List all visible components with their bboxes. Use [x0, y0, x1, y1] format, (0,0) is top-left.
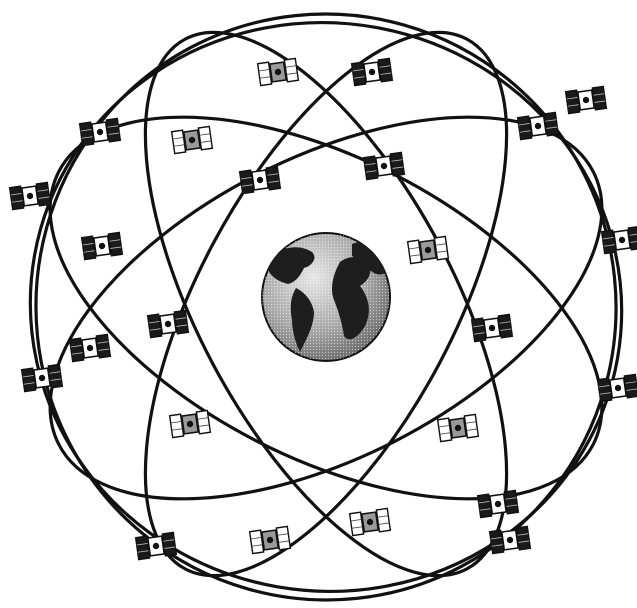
- satellite-icon: [602, 226, 637, 253]
- satellite-icon: [250, 526, 291, 553]
- satellite-icon: [136, 532, 177, 559]
- satellite-icon: [350, 508, 391, 535]
- satellite-icon: [80, 118, 121, 145]
- satellite-icon: [10, 182, 51, 209]
- satellite-icon: [364, 152, 405, 179]
- satellite-icon: [22, 364, 63, 391]
- satellite-icon: [490, 526, 531, 553]
- earth-globe-icon: [262, 233, 390, 361]
- satellite-icon: [82, 232, 123, 259]
- satellite-icon: [472, 314, 513, 341]
- satellite-icon: [598, 374, 637, 401]
- satellite-icon: [408, 236, 449, 263]
- satellite-icon: [172, 126, 213, 153]
- satellite-icon: [352, 58, 393, 85]
- satellite-icon: [566, 86, 607, 113]
- satellite-icon: [258, 58, 299, 85]
- satellite-icon: [148, 310, 189, 337]
- satellite-icon: [170, 410, 211, 437]
- satellite-icon: [70, 334, 111, 361]
- satellite-icon: [240, 166, 281, 193]
- satellite-icon: [478, 490, 519, 517]
- satellite-icon: [518, 112, 559, 139]
- satellite-icon: [438, 414, 479, 441]
